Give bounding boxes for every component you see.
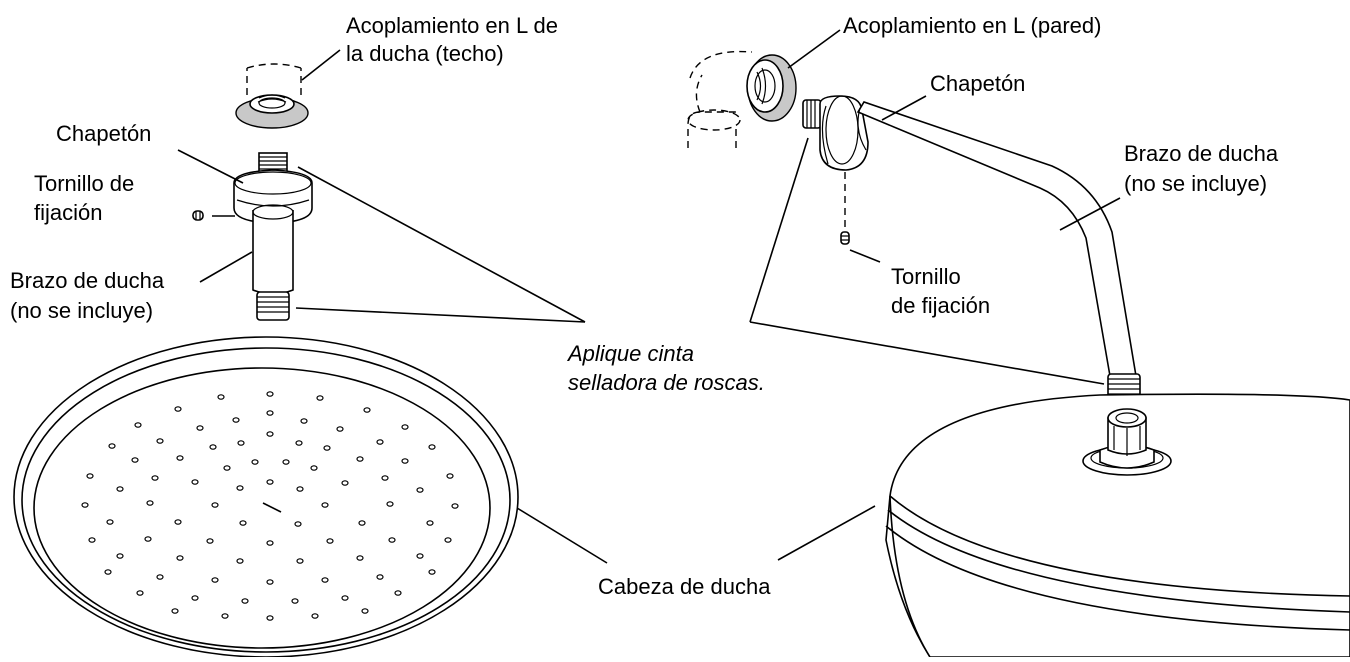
label-thread-tape-line2: selladora de roscas.: [568, 370, 765, 395]
label-elbow-ceiling-line2: la ducha (techo): [346, 41, 504, 66]
leader-lines-left: [177, 49, 586, 323]
set-screw-left: [192, 210, 204, 221]
label-shower-arm-left-line2: (no se incluye): [10, 298, 154, 323]
wall-shower-arm: [802, 95, 1141, 403]
ceiling-shower-arm: [233, 152, 313, 321]
label-flange-left: Chapetón: [56, 121, 152, 146]
nozzle-pattern: [81, 391, 459, 621]
leader-lines-right: [749, 29, 1121, 385]
wall-elbow-fitting: [687, 50, 797, 148]
label-shower-arm-left-line1: Brazo de ducha: [10, 268, 165, 293]
label-set-screw-right-line1: Tornillo: [891, 264, 961, 289]
label-shower-arm-right-line1: Brazo de ducha: [1124, 141, 1279, 166]
set-screw-right: [840, 172, 850, 245]
ceiling-elbow-fitting: [235, 63, 309, 129]
left-shower-head: [13, 336, 519, 658]
label-shower-head: Cabeza de ducha: [598, 574, 771, 599]
label-set-screw-right-line2: de fijación: [891, 293, 991, 318]
label-elbow-wall: Acoplamiento en L (pared): [843, 13, 1102, 38]
label-thread-tape-line1: Aplique cinta: [568, 341, 694, 366]
label-shower-arm-right-line2: (no se incluye): [1124, 171, 1268, 196]
right-shower-head: [885, 393, 1350, 658]
leader-lines-head: [516, 505, 876, 564]
label-set-screw-left-line2: fijación: [34, 200, 103, 225]
label-elbow-ceiling-line1: Acoplamiento en L de: [346, 13, 558, 38]
label-flange-right: Chapetón: [930, 71, 1026, 96]
label-set-screw-left-line1: Tornillo de: [34, 171, 135, 196]
